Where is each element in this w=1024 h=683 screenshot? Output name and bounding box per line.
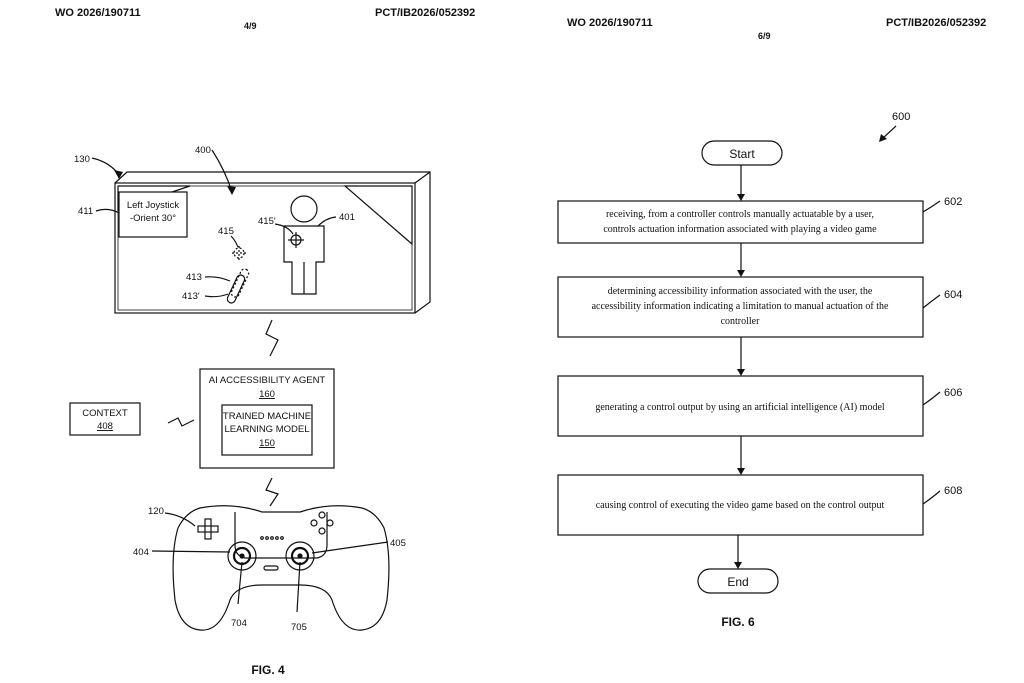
step-602-line1: receiving, from a controller controls ma…	[606, 209, 874, 220]
game-screen	[117, 185, 413, 311]
sheet-number-right: 6/9	[758, 31, 771, 41]
info-box-line1: Left Joystick	[127, 200, 180, 211]
start-terminal	[701, 140, 783, 166]
item-ref-leader-a	[204, 276, 231, 282]
step-602-line2: controls actuation information associate…	[603, 224, 877, 235]
left-stick-ref: 404	[133, 547, 149, 558]
wireless-link-display	[265, 319, 279, 357]
target-reticle-primary	[288, 232, 304, 248]
info-box-line2: -Orient 30°	[130, 213, 176, 224]
step-604-line2: accessibility information indicating a l…	[592, 301, 889, 312]
left-stick-ref-leader	[151, 550, 231, 553]
info-box-ref-leader	[95, 208, 120, 214]
model-line1: TRAINED MACHINE	[223, 411, 311, 422]
step-604-ref: 604	[944, 289, 962, 301]
step-604-ref-leader	[922, 294, 941, 309]
step-602-ref: 602	[944, 196, 962, 208]
info-box-ref: 411	[78, 206, 93, 217]
sheet-number-left: 4/9	[244, 21, 257, 31]
display-ref: 130	[74, 154, 90, 165]
step-604-line1: determining accessibility information as…	[608, 286, 873, 297]
display-device	[114, 182, 416, 314]
publication-number-right: WO 2026/190711	[567, 17, 653, 29]
step-608-ref-leader	[922, 490, 941, 505]
end-label: End	[727, 575, 748, 589]
avatar-ref-leader	[317, 216, 337, 227]
step-604-line3: controller	[721, 316, 761, 327]
wireless-link-controller	[265, 477, 279, 507]
wireless-link-context	[167, 417, 195, 427]
game-controller	[172, 505, 390, 631]
start-label: Start	[729, 147, 755, 161]
avatar-figure	[283, 195, 325, 295]
step-608-line1: causing control of executing the video g…	[596, 500, 885, 511]
ai-agent-box	[199, 368, 335, 469]
agent-title: AI ACCESSIBILITY AGENT	[209, 375, 326, 386]
target-reticle-secondary	[232, 246, 246, 260]
left-stick-sub-ref: 704	[231, 618, 247, 629]
right-stick-sub-ref: 705	[291, 622, 307, 633]
target-ref: 415	[218, 226, 234, 237]
screen-ref: 400	[195, 145, 211, 156]
context-ref: 408	[97, 421, 113, 432]
publication-number-left: WO 2026/190711	[55, 7, 141, 19]
context-label: CONTEXT	[82, 408, 128, 419]
model-ref: 150	[259, 438, 275, 449]
flow-ref: 600	[892, 111, 910, 123]
step-606-line1: generating a control output by using an …	[595, 402, 885, 413]
context-box	[69, 402, 141, 436]
step-608-box	[557, 474, 924, 536]
item-ref-b: 413'	[182, 291, 200, 302]
step-606-ref-leader	[922, 391, 941, 406]
figure-6-label: FIG. 6	[721, 615, 755, 629]
model-line2: LEARNING MODEL	[225, 424, 310, 435]
application-number-left: PCT/IB2026/052392	[375, 7, 476, 19]
avatar-ref: 401	[339, 212, 355, 223]
left-stick-sub-leader	[237, 561, 243, 605]
agent-ref: 160	[259, 389, 275, 400]
controller-ref-leader	[164, 512, 196, 527]
application-number-right: PCT/IB2026/052392	[886, 17, 987, 29]
right-stick-sub-leader	[296, 561, 301, 613]
step-608-ref: 608	[944, 485, 962, 497]
screen-corner-right	[343, 185, 413, 246]
figure-4: 130 400 411 401 415 415' 413 413' 120 40…	[69, 145, 431, 677]
controller-ref: 120	[148, 506, 164, 517]
item-ref-a: 413	[186, 272, 202, 283]
right-stick-ref: 405	[390, 538, 406, 549]
item-ref-leader-b	[204, 293, 229, 298]
game-item-pair	[226, 268, 250, 304]
trained-model-box	[221, 404, 313, 456]
target-prime-ref: 415'	[258, 216, 276, 227]
figure-4-label: FIG. 4	[251, 663, 285, 677]
right-stick-ref-leader	[311, 541, 389, 554]
target-prime-ref-leader	[274, 223, 294, 235]
step-606-ref: 606	[944, 387, 962, 399]
step-602-box	[557, 200, 924, 244]
step-602-ref-leader	[922, 200, 941, 213]
info-box	[118, 191, 188, 238]
target-ref-leader	[230, 235, 239, 248]
